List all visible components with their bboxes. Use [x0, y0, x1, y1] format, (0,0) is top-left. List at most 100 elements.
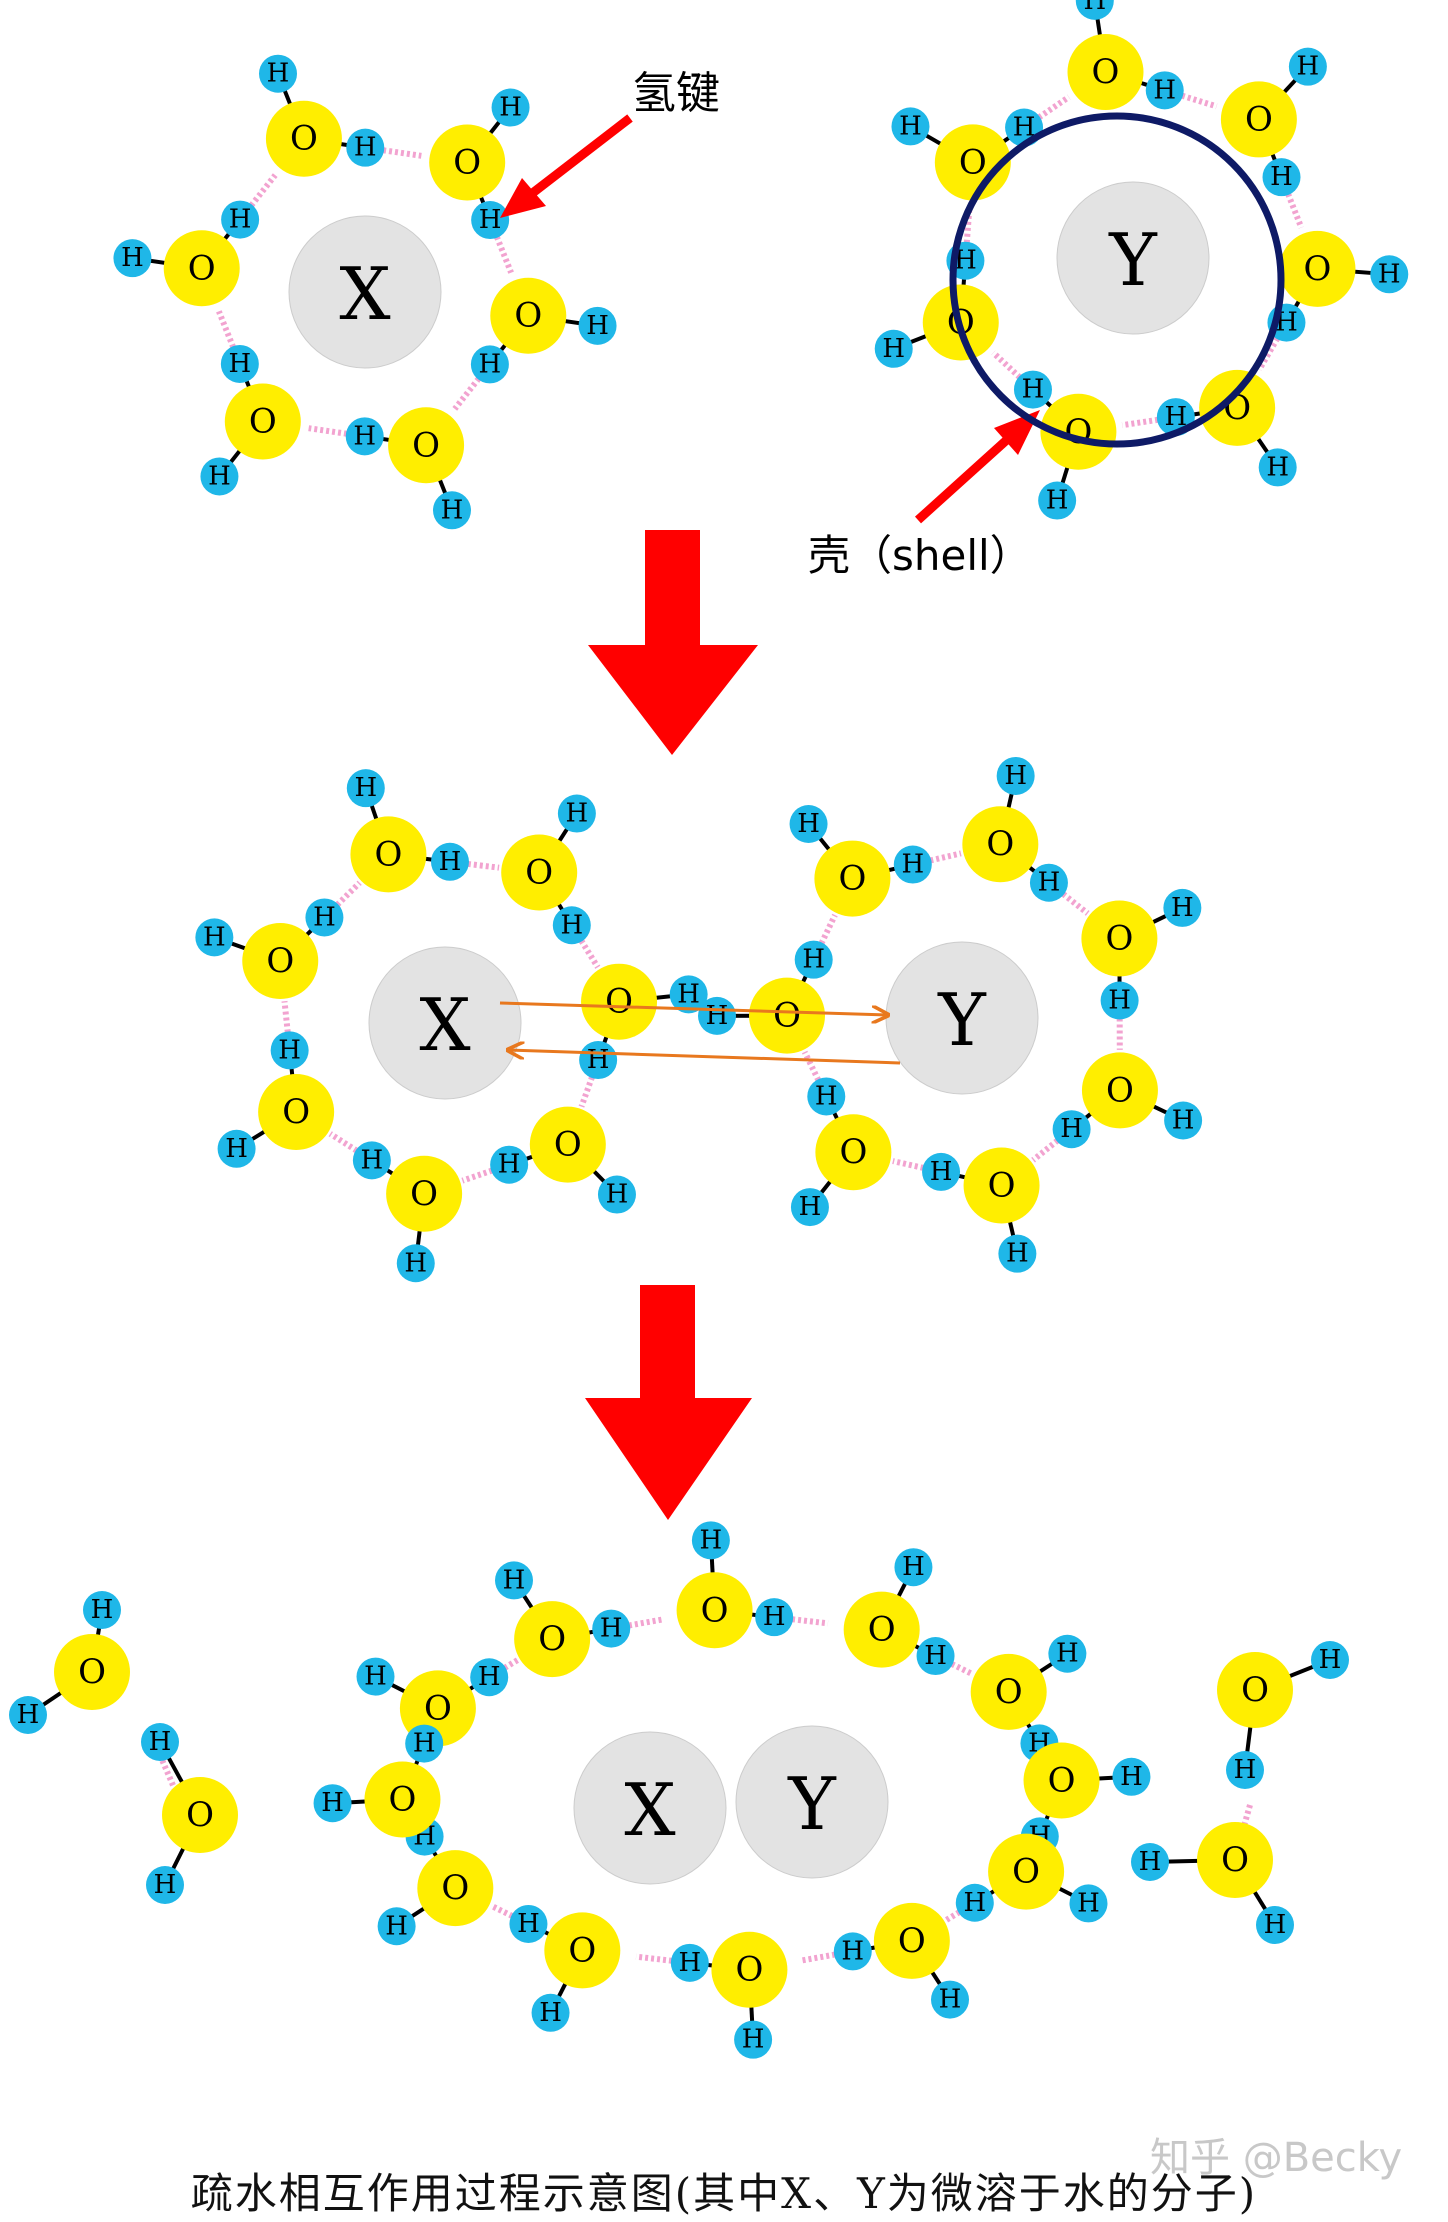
- oxygen-atom: [350, 816, 427, 893]
- hydrogen-atom: [790, 1188, 829, 1227]
- water-molecule: OHH: [1156, 369, 1297, 487]
- oxygen-atom-label: O: [538, 1619, 566, 1659]
- hydrogen-atom-label: H: [797, 809, 820, 839]
- oxygen-atom: [529, 1106, 606, 1183]
- hydrogen-atom-label: H: [413, 1729, 436, 1759]
- hydrogen-atom: [217, 1129, 256, 1168]
- hydrogen-atom-label: H: [267, 59, 290, 89]
- hydrogen-atom-label: H: [17, 1700, 40, 1730]
- hydrogen-atom: [509, 1904, 548, 1943]
- water-molecule: OHH: [356, 1657, 509, 1747]
- hydrogen-atom-label: H: [1060, 1114, 1083, 1144]
- process-arrow-1: [588, 530, 758, 755]
- oxygen-atom-label: O: [554, 1125, 582, 1165]
- hydrogen-atom-label: H: [954, 246, 977, 276]
- water-molecule: OHH: [470, 277, 617, 384]
- oxygen-atom-label: O: [701, 1590, 729, 1630]
- solute-x-label: X: [339, 252, 390, 336]
- hydrogen-atom: [432, 491, 471, 530]
- oxygen-atom: [676, 1572, 753, 1649]
- hydrogen-atom-label: H: [700, 1525, 723, 1555]
- water-molecule: OHH: [141, 1723, 238, 1904]
- oxygen-atom: [514, 1601, 591, 1678]
- hydrogen-atom-label: H: [478, 1662, 501, 1692]
- hydrogen-atom-label: H: [677, 979, 700, 1009]
- hydrogen-atom-label: H: [479, 205, 502, 235]
- shell-label: 壳（shell）: [808, 531, 1032, 580]
- oxygen-atom-label: O: [839, 1132, 867, 1172]
- oxygen-atom-label: O: [424, 1688, 452, 1728]
- water-molecule: OHH: [1013, 370, 1117, 520]
- shell-ring: [949, 112, 1285, 448]
- hydrogen-atom: [221, 200, 260, 239]
- hydrogen-atom-label: H: [841, 1936, 864, 1966]
- hydrogen-atom: [396, 1244, 435, 1283]
- water-molecule: OHH: [970, 1634, 1087, 1763]
- oxygen-atom-label: O: [773, 996, 801, 1036]
- hydrogen-atom: [1163, 888, 1202, 927]
- hydrogen-atom: [891, 107, 930, 146]
- hydrogen-atom-label: H: [539, 1998, 562, 2028]
- oxygen-atom: [814, 840, 891, 917]
- hydrogen-atom: [352, 1141, 391, 1180]
- water-molecule: OHH: [891, 107, 1044, 201]
- water-molecule: OHH: [874, 241, 999, 368]
- oxygen-atom: [1023, 1742, 1100, 1819]
- hydrogen-atom-label: H: [1164, 402, 1187, 432]
- hydrogen-atom-label: H: [802, 945, 825, 975]
- hydrogen-atom: [592, 1609, 631, 1648]
- water-molecule: OHH: [833, 1902, 970, 2019]
- hydrogen-atom-label: H: [385, 1911, 408, 1941]
- oxygen-atom-label: O: [1048, 1761, 1076, 1801]
- water-molecule: OHH: [1267, 230, 1409, 342]
- hydrogen-atom: [220, 344, 259, 383]
- water-molecule: OHH: [9, 1591, 130, 1734]
- hydrogen-atom: [916, 1637, 955, 1676]
- water-molecule: OHH: [1081, 888, 1202, 1020]
- oxygen-atom-label: O: [78, 1652, 106, 1692]
- hydrogen-atom-label: H: [278, 1035, 301, 1065]
- hydrogen-atom-label: H: [678, 1948, 701, 1978]
- water-molecule: OHH: [962, 756, 1068, 902]
- interaction-arrow-x-to-y: [499, 1001, 888, 1015]
- hydrogen-atom-label: H: [439, 847, 462, 877]
- interaction-arrow-y-to-x: [508, 1050, 901, 1065]
- hydrogen-atom-label: H: [1172, 1106, 1195, 1136]
- hydrogen-atom-label: H: [91, 1595, 114, 1625]
- hydrogen-atom: [874, 329, 913, 368]
- hydrogen-atom: [83, 1591, 121, 1629]
- hydrogen-atom: [1069, 1884, 1108, 1923]
- hydrogen-atom: [305, 898, 344, 937]
- hydrogen-atom: [1370, 255, 1409, 294]
- hydrogen-atom: [894, 1548, 933, 1587]
- hydrogen-atom: [1029, 863, 1068, 902]
- hydrogen-atom: [698, 996, 737, 1035]
- oxygen-atom-label: O: [605, 982, 633, 1022]
- water-molecule: OHH: [790, 1077, 892, 1227]
- oxygen-atom: [815, 1114, 892, 1191]
- water-molecule: OHH: [195, 898, 344, 999]
- oxygen-atom-label: O: [1106, 1070, 1134, 1110]
- hydrogen-atom-label: H: [930, 1157, 953, 1187]
- oxygen-atom-label: O: [986, 824, 1014, 864]
- oxygen-atom-label: O: [453, 142, 481, 182]
- oxygen-atom-label: O: [898, 1921, 926, 1961]
- hydrogen-atom: [270, 1031, 309, 1070]
- oxygen-atom-label: O: [1241, 1670, 1269, 1710]
- oxygen-atom-label: O: [1221, 1840, 1249, 1880]
- hydrogen-atom: [345, 417, 384, 456]
- oxygen-atom-label: O: [374, 834, 402, 874]
- oxygen-atom-label: O: [868, 1610, 896, 1650]
- hydrogen-atom-label: H: [441, 495, 464, 525]
- hydrogen-atom-label: H: [1234, 1755, 1257, 1785]
- oxygen-atom-label: O: [995, 1672, 1023, 1712]
- oxygen-atom: [962, 806, 1039, 883]
- oxygen-atom: [242, 922, 319, 999]
- hydrogen-atom-label: H: [229, 349, 252, 379]
- hydrogen-atom: [1052, 1110, 1091, 1149]
- water-molecule: OHH: [429, 88, 530, 240]
- hydrogen-atom: [931, 1980, 970, 2019]
